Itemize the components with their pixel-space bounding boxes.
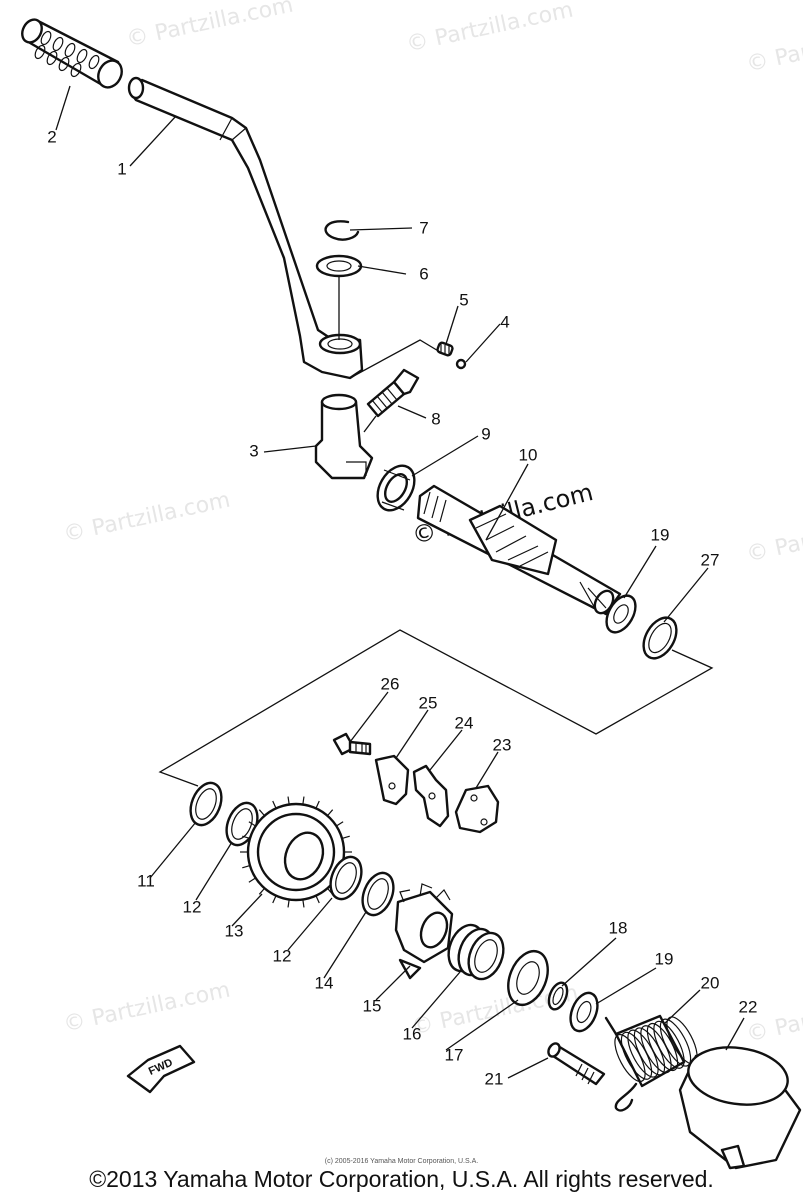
callout-22: 22 <box>739 997 758 1016</box>
assembly-line <box>158 629 714 787</box>
footer-small-copyright: (c) 2005-2016 Yamaha Motor Corporation, … <box>324 1158 479 1165</box>
callout-15: 15 <box>363 996 382 1015</box>
callout-12: 12 <box>183 897 202 916</box>
callout-8: 8 <box>431 409 440 428</box>
circlip-part <box>324 220 360 241</box>
oil-seal-part <box>376 464 416 512</box>
pin-part <box>547 1042 606 1086</box>
spring-small-part <box>436 341 454 357</box>
callout-27: 27 <box>701 550 720 569</box>
washer-19-lower-part <box>569 991 599 1033</box>
boss-part <box>314 393 377 480</box>
callout-3: 3 <box>249 441 258 460</box>
callout-6: 6 <box>419 264 428 283</box>
washer-17-part <box>507 949 549 1007</box>
bolt-part <box>366 368 420 418</box>
circlip-18-part <box>547 981 569 1011</box>
plate-23-part <box>454 784 500 834</box>
washer-19-upper-part <box>605 594 637 634</box>
callout-17: 17 <box>445 1045 464 1064</box>
washer-12-lower-part <box>329 855 363 901</box>
leader-lines <box>55 85 745 1079</box>
callout-21: 21 <box>485 1069 504 1088</box>
callout-11: 11 <box>137 871 155 890</box>
callout-24: 24 <box>455 713 474 732</box>
cover-part <box>678 1046 802 1170</box>
bolt-26-part <box>332 732 372 756</box>
callout-25: 25 <box>419 693 438 712</box>
spring-16-part <box>447 923 505 981</box>
callout-14: 14 <box>315 973 334 992</box>
plate-25-part <box>374 754 410 806</box>
circlip-27-part <box>642 616 678 660</box>
kick-lever-part <box>127 76 364 380</box>
washer-part <box>315 254 363 340</box>
kick-axle-part <box>416 484 622 616</box>
callout-16: 16 <box>403 1024 422 1043</box>
callout-19-lower: 19 <box>655 949 674 968</box>
circlip-14-part <box>361 871 395 917</box>
fwd-direction-badge: FWD <box>126 1044 196 1094</box>
callout-5: 5 <box>459 290 468 309</box>
clip-24-part <box>412 764 450 828</box>
assembly-line <box>349 339 441 379</box>
torsion-spring-part <box>604 1014 698 1112</box>
callout-4: 4 <box>500 312 509 331</box>
ratchet-part <box>394 883 454 980</box>
kick-gear-part <box>240 796 352 908</box>
ball-part <box>455 358 467 370</box>
callout-20: 20 <box>701 973 720 992</box>
callout-13: 13 <box>225 921 244 940</box>
footer-copyright: ©2013 Yamaha Motor Corporation, U.S.A. A… <box>89 1166 714 1192</box>
callout-7: 7 <box>419 218 428 237</box>
callout-labels: 2 1 3 4 5 6 7 8 9 10 19 27 26 25 24 23 1… <box>47 127 757 1088</box>
callout-9: 9 <box>481 424 490 443</box>
callout-2: 2 <box>47 127 56 146</box>
grip-part <box>21 18 123 89</box>
circlip-11-part <box>189 781 223 827</box>
callout-12-lower: 12 <box>273 946 292 965</box>
callout-26: 26 <box>381 674 400 693</box>
callout-23: 23 <box>493 735 512 754</box>
callout-19: 19 <box>651 525 670 544</box>
callout-18: 18 <box>609 918 628 937</box>
callout-10: 10 <box>519 445 538 464</box>
callout-1: 1 <box>117 159 126 178</box>
